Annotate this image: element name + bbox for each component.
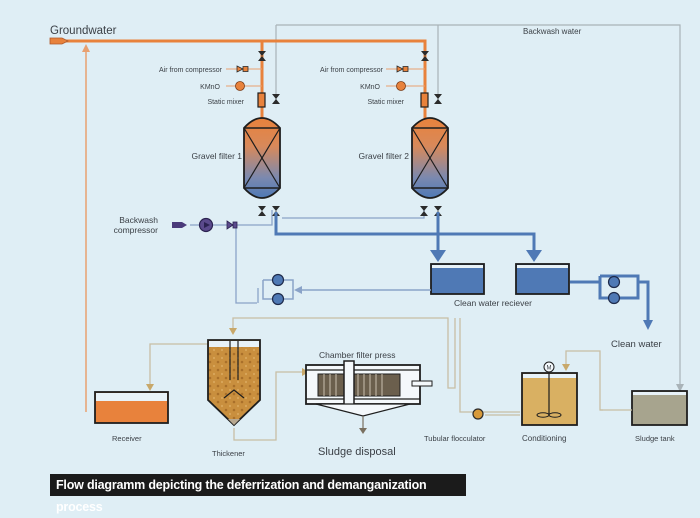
sludge-tank[interactable]	[631, 390, 688, 426]
thickener-tank[interactable]	[207, 339, 261, 427]
air-compressor-valve-icon	[236, 65, 409, 73]
backwash-return-line	[262, 279, 431, 300]
static-mixer-label: Static mixer	[367, 99, 404, 106]
sludge-disposal-label: Sludge disposal	[318, 446, 396, 458]
backwash-compressor-label: compressor	[114, 225, 159, 235]
backwash-water-label: Backwash water	[523, 27, 582, 36]
backwash-water-line	[275, 24, 681, 390]
motor-icon: M	[547, 366, 552, 372]
conditioning-tank[interactable]	[521, 361, 578, 426]
backwash-air-line	[190, 208, 425, 304]
valve-icon[interactable]	[258, 206, 442, 216]
receiver-tank[interactable]	[94, 391, 169, 424]
valve-icon[interactable]	[258, 51, 442, 104]
groundwater-inlet-arrow	[49, 37, 69, 45]
gravel-filter-1[interactable]	[243, 117, 281, 199]
static-mixer-label: Static mixer	[207, 99, 244, 106]
sludge-tank-label: Sludge tank	[635, 434, 675, 443]
air-from-compressor-label: Air from compressor	[159, 67, 223, 74]
gravel-filter-1-label: Gravel filter 1	[191, 151, 242, 161]
dosing-pump-icon	[235, 81, 406, 91]
clean-water-label: Clean water	[611, 339, 662, 350]
arrow-head	[82, 44, 90, 52]
arrow-head	[430, 250, 653, 330]
clean-water-receiver-tank-2[interactable]	[515, 263, 570, 295]
clean-water-pump-icon[interactable]	[607, 275, 621, 305]
pump-arrow-icon	[204, 222, 210, 228]
kmno-label: KMnO	[200, 84, 220, 91]
chamber-filter-press[interactable]	[305, 360, 433, 434]
tubular-flocculator[interactable]	[472, 408, 484, 420]
arrow-head	[294, 286, 302, 294]
gravel-filter-2[interactable]	[411, 117, 449, 199]
receiver-label: Receiver	[112, 434, 142, 443]
check-valve-icon	[226, 220, 238, 230]
tubular-flocculator-label: Tubular flocculator	[424, 434, 486, 443]
chamber-filter-press-label: Chamber filter press	[319, 350, 396, 360]
gravel-filter-2-label: Gravel filter 2	[358, 151, 409, 161]
static-mixer-icon	[257, 92, 429, 108]
backwash-pump-icon[interactable]	[271, 273, 285, 306]
sludge-line	[149, 317, 603, 441]
clean-water-receiver-label: Clean water reciever	[454, 298, 532, 308]
figure-caption: Flow diagramm depicting the deferrizatio…	[50, 474, 466, 514]
thickener-label: Thickener	[212, 449, 245, 458]
conditioning-label: Conditioning	[522, 434, 566, 443]
air-from-compressor-label: Air from compressor	[320, 67, 384, 74]
backwash-inlet-arrow	[172, 222, 187, 228]
clean-water-line	[274, 212, 650, 322]
arrow-head	[676, 384, 684, 392]
clean-water-receiver-tank-1[interactable]	[430, 263, 485, 295]
groundwater-label: Groundwater	[50, 25, 117, 37]
kmno-label: KMnO	[360, 84, 380, 91]
backwash-compressor-label: Backwash	[119, 215, 158, 225]
